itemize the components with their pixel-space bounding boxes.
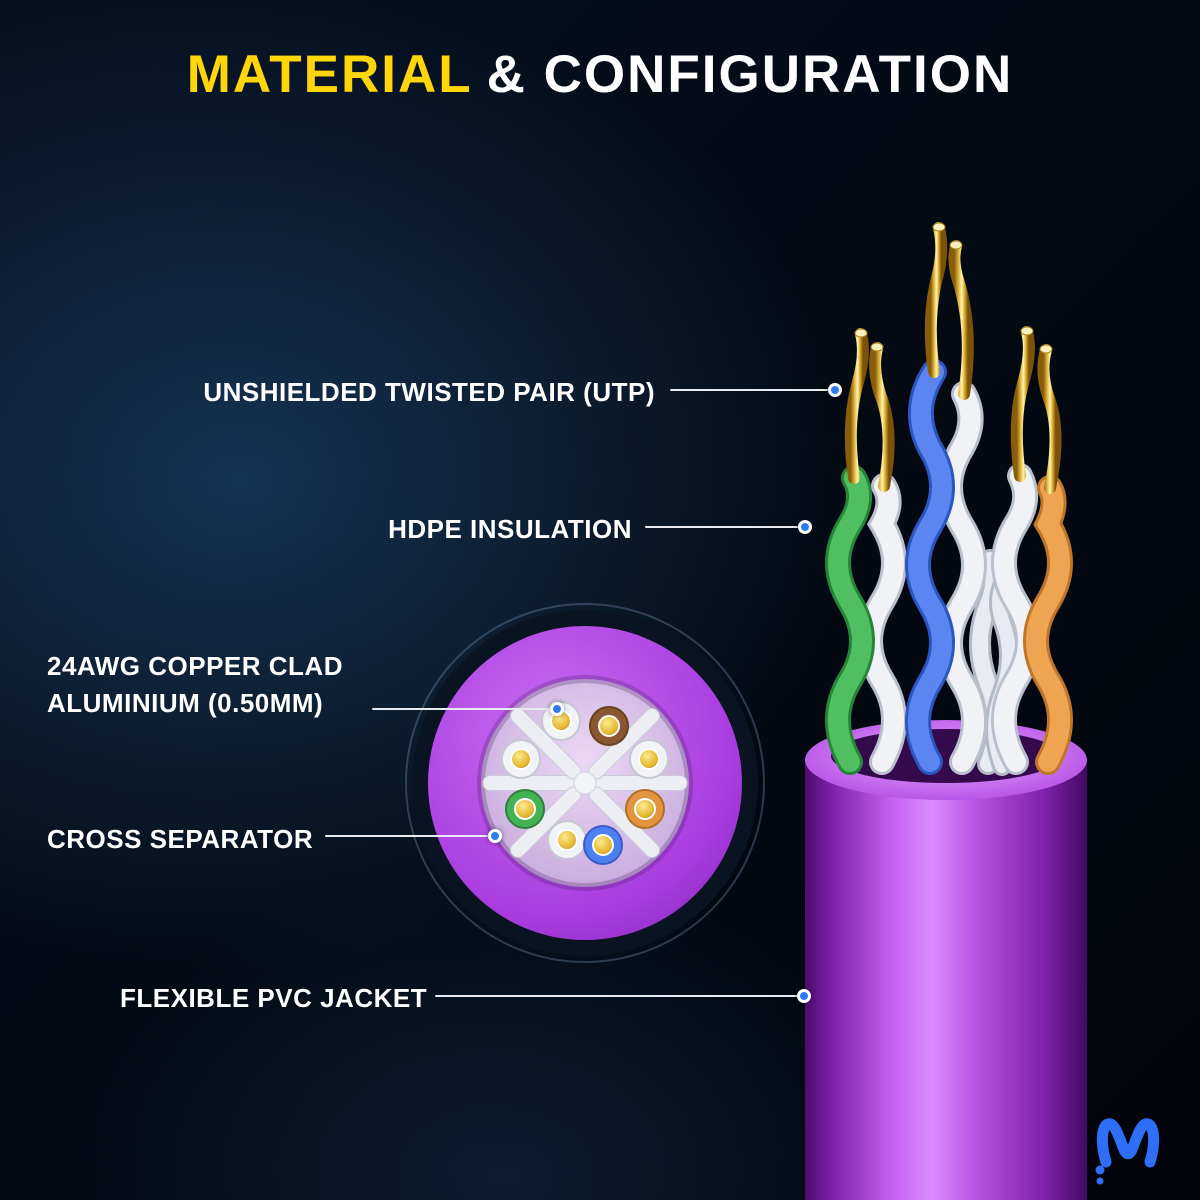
callout-jacket-line	[435, 995, 799, 997]
callout-copper-label-line1: 24AWG COPPER CLAD	[47, 651, 343, 681]
callout-copper-dot	[550, 702, 564, 716]
callout-utp-dot	[828, 383, 842, 397]
inset-conductors	[501, 701, 669, 865]
callout-separator-dot	[488, 829, 502, 843]
callout-hdpe-line	[645, 526, 798, 528]
callout-jacket-label: FLEXIBLE PVC JACKET	[120, 983, 428, 1013]
callout-utp-label: UNSHIELDED TWISTED PAIR (UTP)	[203, 377, 655, 407]
callout-hdpe-dot	[798, 520, 812, 534]
brand-logo-icon	[1095, 1118, 1160, 1185]
twisted-pair-wires	[825, 222, 1073, 776]
callout-separator-label: CROSS SEPARATOR	[47, 824, 314, 854]
callout-separator-line	[325, 835, 488, 837]
cross-section-inset	[405, 603, 765, 963]
callout-copper-label-line2: ALUMINIUM (0.50MM)	[47, 688, 324, 718]
twisted-pair-green-white	[825, 328, 907, 775]
cross-separator	[482, 707, 688, 859]
callout-jacket-dot	[797, 989, 811, 1003]
callout-copper-label: 24AWG COPPER CLAD ALUMINIUM (0.50MM)	[47, 648, 343, 722]
callout-utp-line	[670, 389, 828, 391]
title-highlight: MATERIAL	[186, 45, 473, 104]
twisted-pair-orange-white	[991, 326, 1073, 775]
cable-jacket	[805, 720, 1087, 1200]
title-rest: & CONFIGURATION	[486, 45, 1014, 104]
callout-copper-line	[372, 708, 550, 710]
twisted-pair-blue-white	[905, 222, 987, 775]
page-title: MATERIAL& CONFIGURATION	[0, 44, 1200, 105]
callout-hdpe-label: HDPE INSULATION	[388, 514, 632, 544]
